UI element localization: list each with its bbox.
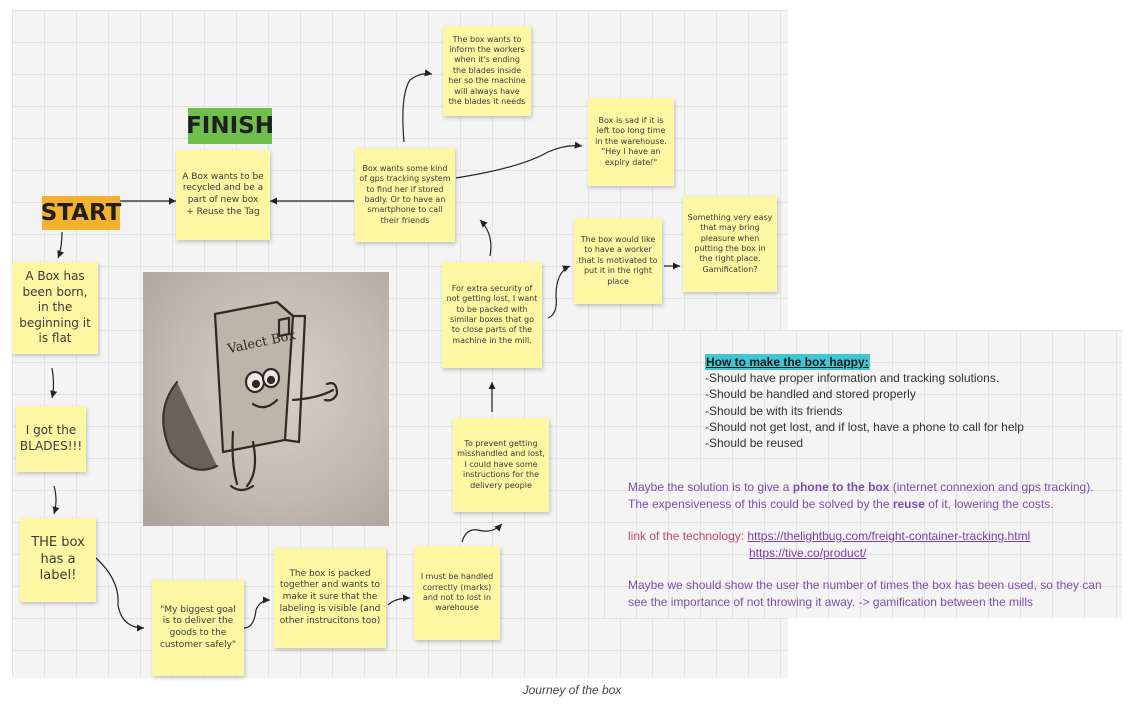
sticky-note-packed: The box is packed together and wants to … — [274, 548, 386, 648]
sticky-note-gps: Box wants some kind of gps tracking syst… — [355, 148, 455, 242]
sticky-note-handled: I must be handled correctly (marks) and … — [414, 546, 500, 640]
sticky-note-born: A Box has been born, in the beginning it… — [12, 262, 98, 354]
sticky-note-blades: I got the BLADES!!! — [16, 406, 86, 472]
sticky-note-easy: Something very easy that may bring pleas… — [683, 196, 777, 292]
sticky-note-security: For extra security of not getting lost, … — [442, 262, 542, 368]
sticky-note-worker: The box would like to have a worker that… — [574, 218, 662, 304]
box-character-sketch-icon — [162, 300, 339, 492]
happy-item: -Should be reused — [705, 435, 804, 450]
tech-link-lightbug[interactable]: https://thelightbug.com/freight-containe… — [747, 529, 1031, 543]
sticky-note-finish: A Box wants to be recycled and be a part… — [176, 150, 270, 240]
gamification-paragraph: Maybe we should show the user the number… — [628, 578, 1102, 609]
happy-item: -Should have proper information and trac… — [705, 371, 1000, 386]
solution-text: (internet connexion and gps tracking). — [889, 480, 1094, 494]
solution-bold-reuse: reuse — [892, 496, 925, 511]
solution-paragraph: Maybe the solution is to give a phone to… — [628, 479, 1118, 513]
happy-section: How to make the box happy: -Should have … — [705, 354, 1105, 451]
happy-title: How to make the box happy: — [705, 354, 870, 371]
sticky-note-sad: Box is sad if it is left too long time i… — [588, 98, 674, 186]
whiteboard-notes-area — [604, 330, 1122, 618]
happy-item: -Should be with its friends — [705, 403, 843, 418]
sticky-note-prevent: To prevent getting misshandled and lost,… — [453, 418, 549, 512]
solution-bold-phone: phone to the box — [792, 480, 890, 494]
box-sketch-photo: Valect Box — [143, 272, 389, 526]
sticky-note-blades-inform: The box wants to inform the workers when… — [443, 26, 531, 116]
happy-item: -Should not get lost, and if lost, have … — [705, 419, 1024, 434]
technology-links: link of the technology: https://thelight… — [628, 528, 1108, 562]
figure-caption: Journey of the box — [522, 683, 622, 697]
tech-label: link of the technology: — [628, 529, 748, 543]
sticky-note-goal: "My biggest goal is to deliver the goods… — [152, 580, 244, 676]
solution-text: of it, lowering the costs. — [924, 496, 1054, 511]
happy-item: -Should be handled and stored properly — [705, 387, 916, 402]
sticky-note-label: THE box has a label! — [20, 518, 96, 602]
tech-link-tive[interactable]: https://tive.co/product/ — [749, 545, 867, 560]
solution-text: Maybe the solution is to give a — [628, 480, 793, 494]
start-label: START — [41, 196, 121, 230]
solution-text: The expensiveness of this could be solve… — [628, 496, 893, 511]
finish-label: FINISH — [186, 108, 274, 144]
